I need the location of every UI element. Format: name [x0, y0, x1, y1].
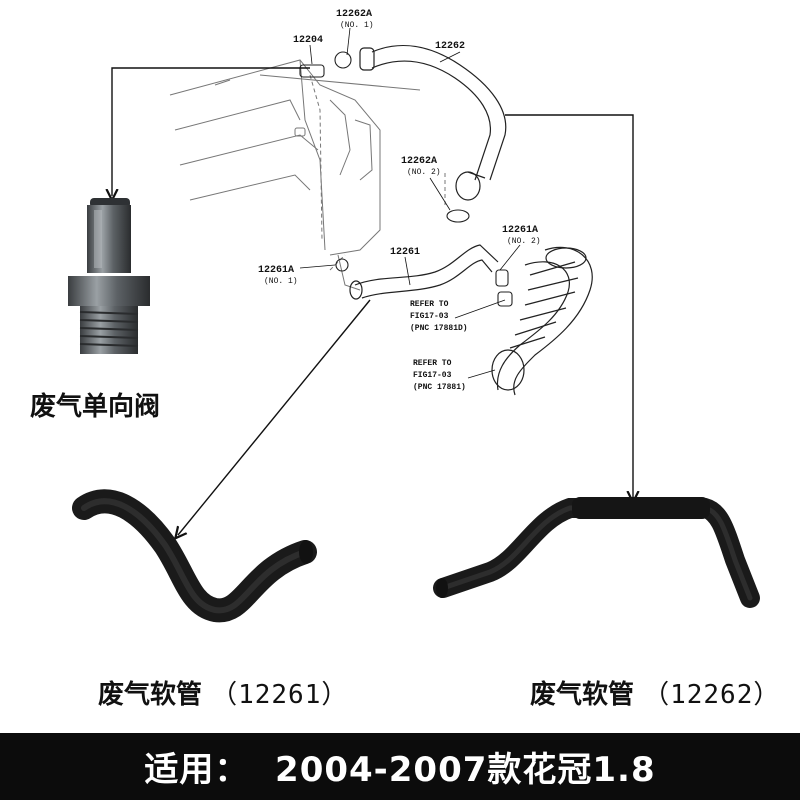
refer1-line2: FIG17-03 [410, 312, 449, 321]
fitment-banner: 适用： 2004-2007款花冠1.8 [0, 733, 800, 800]
diagram-callouts: 12262A (NO. 1) 12204 12262 12262A (NO. 2… [258, 9, 541, 392]
callout-12261a-no2-sub: (NO. 2) [507, 237, 541, 246]
refer1-line3: (PNC 17881D) [410, 324, 468, 333]
hose-12261-label: 废气软管 （12261） [98, 674, 348, 711]
callout-12261a-no1-sub: (NO. 1) [264, 277, 298, 286]
diagram-hose-12262 [359, 45, 507, 201]
refer2-line3: (PNC 17881) [413, 383, 466, 392]
valve-label: 废气单向阀 [30, 392, 161, 422]
hose-12261-image [72, 489, 317, 623]
callout-12262a-no2-sub: (NO. 2) [407, 168, 441, 177]
hose-12262-label: 废气软管 （12262） [530, 674, 780, 711]
callout-12262a-no1: 12262A [336, 9, 372, 20]
diagram-hose-12261 [349, 244, 499, 300]
engine-dashed-lines [309, 74, 446, 271]
callout-12261a-no2: 12261A [502, 225, 538, 236]
refer2-line1: REFER TO [413, 359, 452, 368]
hose-12261-code: （12261） [211, 680, 349, 710]
callout-12204: 12204 [293, 35, 323, 46]
callout-12262a-no2: 12262A [401, 156, 437, 167]
pcv-valve-image [68, 198, 150, 354]
arrows [112, 67, 633, 535]
fitment-text: 适用： 2004-2007款花冠1.8 [144, 750, 656, 790]
hose-12262-name: 废气软管 [530, 680, 635, 710]
callout-leaders [299, 27, 521, 379]
refer2-line2: FIG17-03 [413, 371, 452, 380]
hose-12262-code: （12262） [643, 680, 781, 710]
hose-12261-name: 废气软管 [98, 680, 203, 710]
refer1-line1: REFER TO [410, 300, 449, 309]
callout-12261a-no1: 12261A [258, 265, 294, 276]
callout-12262: 12262 [435, 41, 465, 52]
engine-outline [169, 59, 421, 291]
diagram-fittings [299, 51, 513, 307]
diagram-intake-duct [491, 246, 593, 396]
hose-12262-image [433, 497, 760, 608]
callout-12262a-no1-sub: (NO. 1) [340, 21, 374, 30]
callout-12261: 12261 [390, 247, 420, 258]
